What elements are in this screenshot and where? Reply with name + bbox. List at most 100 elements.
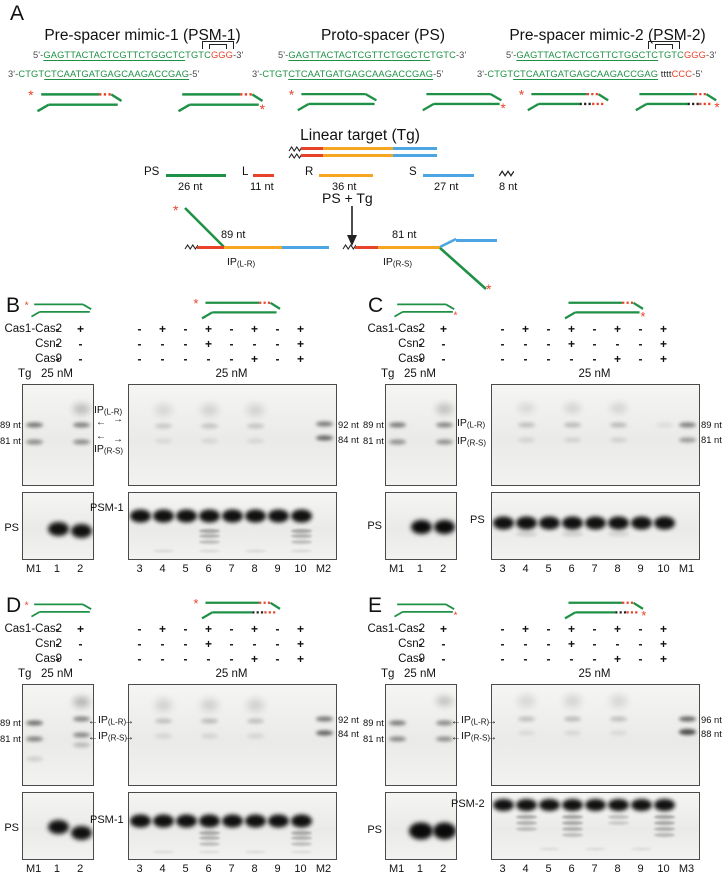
sign: - xyxy=(137,322,142,336)
signs-right: -+-+-+-+ xyxy=(128,622,312,636)
panel-d-label: D xyxy=(6,594,22,617)
gel-band xyxy=(389,736,407,742)
gel-band xyxy=(199,528,220,533)
marker-size-96: 96 nt xyxy=(701,714,722,725)
arrow-right-icon: → xyxy=(487,716,497,727)
sign: + xyxy=(296,652,304,666)
gel-band xyxy=(200,404,219,416)
signs-right: -----+-+ xyxy=(491,352,675,366)
signs-left: -- xyxy=(409,637,455,651)
ps-bottom-strand: 3'-CTGTCTCAATGATGAGCAAGACCGAG-5' xyxy=(252,69,443,79)
gel-band xyxy=(563,716,582,722)
tg-label: Tg xyxy=(381,368,395,380)
signs-right: ---+---+ xyxy=(491,337,675,351)
ip-lr-label: IP(L-R) xyxy=(227,256,256,269)
ps-duplex-star-bottom-icon xyxy=(387,298,463,319)
sign: - xyxy=(592,622,597,636)
psm-gel-label: PSM-1 xyxy=(90,502,124,514)
sign: + xyxy=(567,637,575,651)
sign: + xyxy=(659,637,667,651)
sign: - xyxy=(137,652,142,666)
gel-band xyxy=(199,549,220,553)
sign: - xyxy=(229,652,234,666)
gel-band xyxy=(245,509,266,523)
sign: - xyxy=(137,337,142,351)
band-size-81: 81 nt xyxy=(363,733,384,744)
sign: - xyxy=(252,637,257,651)
legend-ps-label: PS xyxy=(144,166,160,178)
gel-band xyxy=(608,814,629,819)
psm1-top-strand: 5'-GAGTTACTACTCGTTCTGGCTCTGTCGGG-3' xyxy=(33,50,243,60)
lane-label: 2 xyxy=(440,563,447,575)
gel-band xyxy=(609,730,628,736)
signs-left: -- xyxy=(409,652,455,666)
sign: + xyxy=(76,622,84,636)
gel-band xyxy=(631,516,652,530)
sign: - xyxy=(638,322,643,336)
sign: - xyxy=(78,652,83,666)
gel-band xyxy=(539,847,560,851)
signs-left: -- xyxy=(409,352,455,366)
sign: - xyxy=(546,352,551,366)
gel-band xyxy=(245,549,266,553)
row-label-cas9: Cas9 xyxy=(398,653,425,665)
sign: + xyxy=(296,337,304,351)
ip-lr-r-segment xyxy=(224,246,282,249)
gel-band xyxy=(291,539,312,544)
gel-band xyxy=(291,830,312,835)
lane-label: 5 xyxy=(545,863,552,875)
gel-band xyxy=(26,422,44,428)
tg-conc-right: 25 nM xyxy=(215,668,248,680)
gel-band xyxy=(516,516,537,530)
row-label-csn2: Csn2 xyxy=(398,338,425,350)
gel-band xyxy=(72,742,90,748)
ps-gel-label: PS xyxy=(367,520,382,532)
gel-top-right xyxy=(491,384,700,486)
lane-label: M1 xyxy=(26,863,42,875)
gel-bottom-left xyxy=(22,792,94,860)
psm2-duplex-star-bottom-icon xyxy=(555,595,653,621)
row-label-cas9: Cas9 xyxy=(35,353,62,365)
band-size-81: 81 nt xyxy=(0,435,21,446)
sign: + xyxy=(613,322,621,336)
tg-label: Tg xyxy=(18,368,32,380)
legend-s-line xyxy=(423,174,474,177)
svg-text:*: * xyxy=(173,202,179,218)
signs-left: -- xyxy=(46,637,92,651)
gel-band xyxy=(432,822,456,840)
gel-band xyxy=(200,423,219,429)
ip-rs-junction: * xyxy=(439,237,492,296)
sign: - xyxy=(137,622,142,636)
sign: - xyxy=(206,652,211,666)
marker-size-92: 92 nt xyxy=(338,419,359,430)
gel-band xyxy=(268,814,289,828)
band-size-81: 81 nt xyxy=(363,435,384,446)
arrow-left-icon: ← xyxy=(88,732,98,743)
lane-label: 3 xyxy=(499,863,506,875)
gel-band xyxy=(245,814,266,828)
signs-left: -- xyxy=(46,652,92,666)
sign: - xyxy=(523,337,528,351)
gel-band xyxy=(562,832,583,837)
sign: - xyxy=(418,337,423,351)
sign: - xyxy=(592,322,597,336)
gel-band xyxy=(585,847,606,851)
gel-band xyxy=(609,403,628,413)
sign: + xyxy=(659,652,667,666)
gel-band xyxy=(563,730,582,736)
band-size-89: 89 nt xyxy=(363,419,384,430)
lane-label: 6 xyxy=(568,563,575,575)
legend-ps-nt: 26 nt xyxy=(178,181,203,193)
tg-conc-left: 25 nM xyxy=(404,668,436,680)
lane-label: 4 xyxy=(522,563,529,575)
sign: - xyxy=(569,652,574,666)
gel-band xyxy=(291,850,312,854)
signs-right: -+-+-+-+ xyxy=(128,322,312,336)
gel-band xyxy=(70,825,92,840)
ip-rs-label: IP(R-S) xyxy=(457,435,487,448)
lane-label: 4 xyxy=(159,863,166,875)
lane-label: M1 xyxy=(389,863,405,875)
